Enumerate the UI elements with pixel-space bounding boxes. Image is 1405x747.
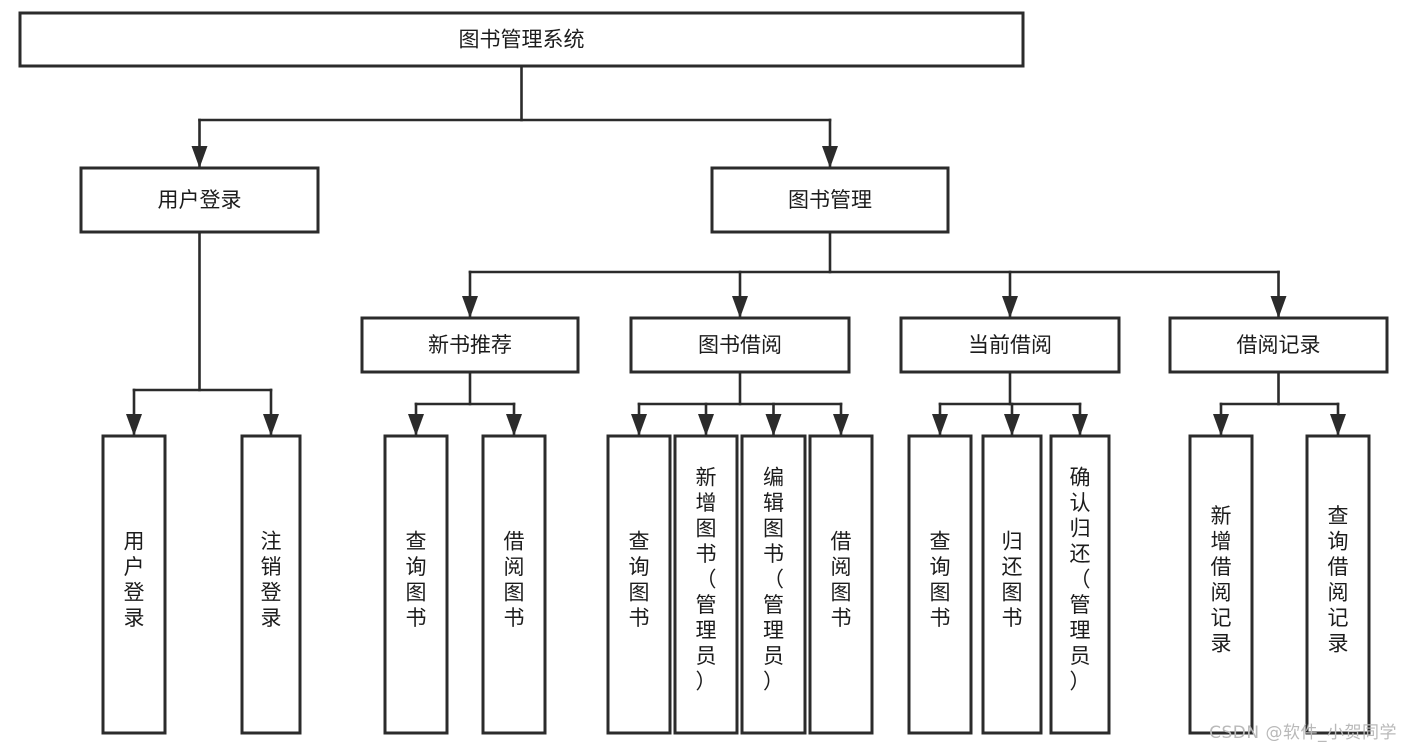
node-current-borrow-box[interactable] [899,316,1121,374]
arrow-head-icon [698,414,714,436]
node-layer: 图书管理系统用户登录图书管理新书推荐图书借阅当前借阅借阅记录用户登录注销登录查询… [18,11,1389,735]
node-leaf-return-book-box[interactable] [981,434,1043,735]
node-leaf-add-borrow-record-box[interactable] [1188,434,1254,735]
node-leaf-query-borrow-record-label: 查询借阅记录 [1328,504,1349,656]
watermark-label: CSDN @软件_小贺同学 [1209,723,1397,743]
node-book-borrow[interactable]: 图书借阅 [629,316,851,374]
node-leaf-query-book-current[interactable]: 查询图书 [907,434,973,735]
node-leaf-borrow-book-rec-box[interactable] [481,434,547,735]
node-user-login-label: 用户登录 [158,188,242,212]
node-leaf-borrow-book-rec-label: 借阅图书 [504,529,525,630]
node-leaf-query-book-borrow[interactable]: 查询图书 [606,434,672,735]
arrow-head-icon [1072,414,1088,436]
arrow-head-icon [191,146,208,168]
node-leaf-query-book-rec-box[interactable] [383,434,449,735]
node-leaf-query-book-borrow-box[interactable] [606,434,672,735]
arrow-head-icon [1213,414,1229,436]
node-leaf-add-book-admin-label: 新增图书（管理员） [696,466,717,694]
node-leaf-add-book-admin-box[interactable] [673,434,739,735]
node-leaf-add-book-admin[interactable]: 新增图书（管理员） [673,434,739,735]
arrow-head-icon [126,414,142,436]
node-book-borrow-box[interactable] [629,316,851,374]
node-leaf-edit-book-admin-label: 编辑图书（管理员） [763,466,784,694]
node-root-box[interactable] [18,11,1025,68]
node-new-book-recommend-box[interactable] [360,316,580,374]
arrow-head-icon [1002,296,1018,318]
arrow-head-icon [263,414,279,436]
connector-layer [126,64,1346,438]
arrow-head-icon [631,414,647,436]
node-borrow-record-box[interactable] [1168,316,1389,374]
arrow-head-icon [833,414,849,436]
node-root[interactable]: 图书管理系统 [18,11,1025,68]
node-leaf-borrow-book[interactable]: 借阅图书 [808,434,874,735]
node-leaf-query-borrow-record-box[interactable] [1305,434,1371,735]
node-user-login-box[interactable] [79,166,320,234]
node-leaf-user-login-label: 用户登录 [124,529,145,630]
node-book-manage[interactable]: 图书管理 [710,166,950,234]
node-book-manage-box[interactable] [710,166,950,234]
node-leaf-logout-box[interactable] [240,434,302,735]
node-leaf-user-login-box[interactable] [101,434,167,735]
node-leaf-return-book[interactable]: 归还图书 [981,434,1043,735]
node-root-label: 图书管理系统 [459,28,585,52]
arrow-head-icon [765,414,782,436]
arrow-head-icon [932,414,948,436]
arrow-head-icon [462,296,478,318]
node-leaf-query-book-current-label: 查询图书 [930,529,951,630]
node-leaf-borrow-book-rec[interactable]: 借阅图书 [481,434,547,735]
node-leaf-confirm-return-admin-box[interactable] [1049,434,1111,735]
node-borrow-record-label: 借阅记录 [1237,333,1321,357]
node-leaf-confirm-return-admin[interactable]: 确认归还（管理员） [1049,434,1111,735]
arrow-head-icon [1004,414,1020,436]
node-leaf-borrow-book-label: 借阅图书 [831,529,852,630]
node-leaf-borrow-book-box[interactable] [808,434,874,735]
node-leaf-logout[interactable]: 注销登录 [240,434,302,735]
node-new-book-recommend-label: 新书推荐 [428,333,512,357]
arrow-head-icon [408,414,424,436]
node-borrow-record[interactable]: 借阅记录 [1168,316,1389,374]
node-leaf-confirm-return-admin-label: 确认归还（管理员） [1070,466,1091,694]
node-leaf-query-borrow-record[interactable]: 查询借阅记录 [1305,434,1371,735]
node-user-login[interactable]: 用户登录 [79,166,320,234]
arrow-head-icon [1270,296,1287,318]
node-leaf-logout-label: 注销登录 [261,529,282,630]
node-leaf-query-book-rec-label: 查询图书 [406,529,427,630]
node-current-borrow-label: 当前借阅 [968,333,1052,357]
node-leaf-edit-book-admin-box[interactable] [740,434,807,735]
node-leaf-query-book-borrow-label: 查询图书 [629,529,650,630]
arrow-head-icon [822,146,838,168]
arrow-head-icon [1330,414,1346,436]
node-leaf-query-book-current-box[interactable] [907,434,973,735]
node-leaf-query-book-rec[interactable]: 查询图书 [383,434,449,735]
node-leaf-return-book-label: 归还图书 [1002,529,1023,630]
node-leaf-user-login[interactable]: 用户登录 [101,434,167,735]
node-leaf-add-borrow-record[interactable]: 新增借阅记录 [1188,434,1254,735]
arrow-head-icon [732,296,748,318]
node-leaf-add-borrow-record-label: 新增借阅记录 [1211,504,1232,656]
node-new-book-recommend[interactable]: 新书推荐 [360,316,580,374]
node-leaf-edit-book-admin[interactable]: 编辑图书（管理员） [740,434,807,735]
arrow-head-icon [506,414,522,436]
node-book-manage-label: 图书管理 [788,188,872,212]
node-book-borrow-label: 图书借阅 [698,333,782,357]
node-current-borrow[interactable]: 当前借阅 [899,316,1121,374]
